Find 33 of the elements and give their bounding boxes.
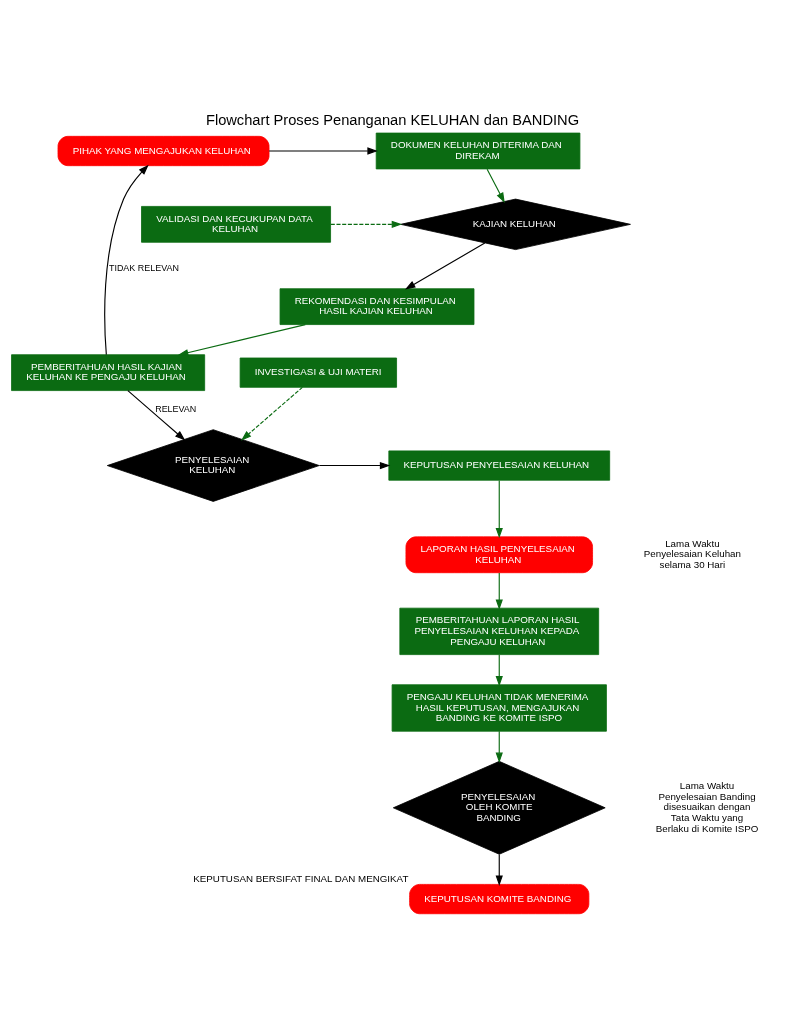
arrow bbox=[495, 479, 503, 539]
node-label: KEPUTUSAN BERSIFAT FINAL DAN MENGIKAT bbox=[193, 872, 409, 884]
node-box: DOKUMEN KELUHAN DITERIMA DAN DIREKAM bbox=[375, 132, 581, 170]
arrow bbox=[330, 220, 403, 228]
label: Lama Waktu Penyelesaian Banding disesuaikan dengan Tata Waktu yang Berlaku di Komite ISPO bbox=[655, 780, 759, 834]
arrow bbox=[495, 572, 503, 610]
node-box: LAPORAN HASIL PENYELESAIAN KELUHAN bbox=[405, 536, 593, 574]
label: Lama Waktu Penyelesaian Keluhan selama 30 Hari bbox=[643, 537, 741, 570]
node-diamond: KAJIAN KELUHAN bbox=[400, 198, 631, 250]
node-box: REKOMENDASI DAN KESIMPULAN HASIL KAJIAN KELUHAN bbox=[279, 288, 475, 325]
diagram-title: Flowchart Proses Penanganan KELUHAN dan BANDING bbox=[205, 112, 580, 129]
arrow bbox=[405, 242, 486, 290]
arrow bbox=[495, 730, 503, 764]
node-box: PEMBERITAHUAN LAPORAN HASIL PENYELESAIAN KELUHAN KEPADA PENGAJU KELUHAN bbox=[399, 607, 600, 655]
arrow bbox=[240, 386, 303, 441]
arrow bbox=[486, 168, 505, 203]
arrow bbox=[127, 390, 186, 441]
arrow bbox=[177, 324, 306, 357]
edge-label: RELEVAN bbox=[155, 404, 197, 415]
node-box: VALIDASI DAN KECUKUPAN DATA KELUHAN bbox=[141, 206, 331, 243]
node-diamond: PENYELESAIAN OLEH KOMITE BANDING bbox=[392, 760, 606, 855]
arrow bbox=[104, 164, 149, 356]
arrow bbox=[495, 853, 503, 886]
arrow bbox=[495, 654, 503, 687]
arrow bbox=[318, 461, 391, 470]
node-box: PEMBERITAHUAN HASIL KAJIAN KELUHAN KE PENGAJU KELUHAN bbox=[11, 354, 206, 391]
node-box: KEPUTUSAN KOMITE BANDING bbox=[409, 884, 590, 915]
node-box: PIHAK YANG MENGAJUKAN KELUHAN bbox=[57, 135, 270, 167]
edge-label: TIDAK RELEVAN bbox=[108, 263, 179, 274]
node-box: KEPUTUSAN PENYELESAIAN KELUHAN bbox=[388, 450, 611, 481]
node-box: INVESTIGASI & UJI MATERI bbox=[239, 357, 397, 388]
arrow bbox=[268, 147, 378, 155]
node-box: PENGAJU KELUHAN TIDAK MENERIMA HASIL KEPUTUSAN, MENGAJUKAN BANDING KE KOMITE ISPO bbox=[391, 684, 607, 732]
